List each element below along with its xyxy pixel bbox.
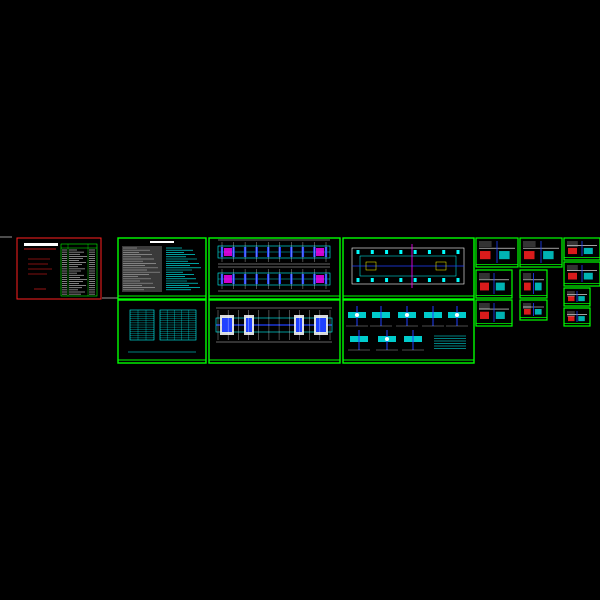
table-left (129, 309, 155, 341)
long-plan-single (215, 307, 333, 343)
sheet-small-8[interactable] (563, 261, 600, 287)
sheet-frame (342, 237, 475, 300)
sheet-frame (519, 237, 563, 268)
long-plan-lower (217, 266, 331, 292)
wide-plan (351, 244, 465, 288)
sheet-frame (208, 237, 341, 300)
sheet-frame (563, 261, 600, 287)
sheet-frame (16, 237, 102, 300)
sheet-frame (475, 237, 519, 268)
notes-text-block (122, 246, 201, 292)
sheet-frame (475, 269, 513, 299)
sheet-plan-2[interactable] (342, 237, 475, 300)
long-plan-upper (217, 239, 331, 265)
sheet-small-3[interactable] (475, 269, 513, 299)
sheet-plan-1[interactable] (208, 237, 341, 300)
sheet-frame (563, 287, 591, 307)
table-right (159, 309, 197, 341)
cover-title-block (24, 243, 58, 290)
sheet-notes-1[interactable] (117, 237, 207, 300)
sheet-frame (563, 307, 591, 327)
sheet-frame (519, 269, 548, 299)
sheet-tables-1[interactable] (117, 299, 207, 364)
sheet-small-2[interactable] (519, 237, 563, 268)
sheet-small-6[interactable] (519, 299, 548, 321)
sheet-plan-3[interactable] (208, 299, 341, 364)
sheet-frame (342, 299, 475, 364)
detail-sections (346, 306, 468, 351)
sheet-cover[interactable] (16, 237, 102, 300)
sheet-frame (117, 299, 207, 364)
sheet-small-1[interactable] (475, 237, 519, 268)
sheet-small-9[interactable] (563, 287, 591, 307)
sheet-small-5[interactable] (475, 299, 513, 327)
sheet-frame (519, 299, 548, 321)
sheet-small-7[interactable] (563, 237, 600, 261)
sheet-frame (563, 237, 600, 261)
cover-index-table (60, 243, 98, 297)
sheet-details-1[interactable] (342, 299, 475, 364)
sheet-title-bar (150, 241, 174, 243)
sheet-frame (208, 299, 341, 364)
sheet-small-10[interactable] (563, 307, 591, 327)
cover-index-rows (62, 249, 95, 295)
sheet-frame (117, 237, 207, 300)
sheet-small-4[interactable] (519, 269, 548, 299)
small-detail-sheets (475, 237, 600, 327)
sheet-frame (475, 299, 513, 327)
